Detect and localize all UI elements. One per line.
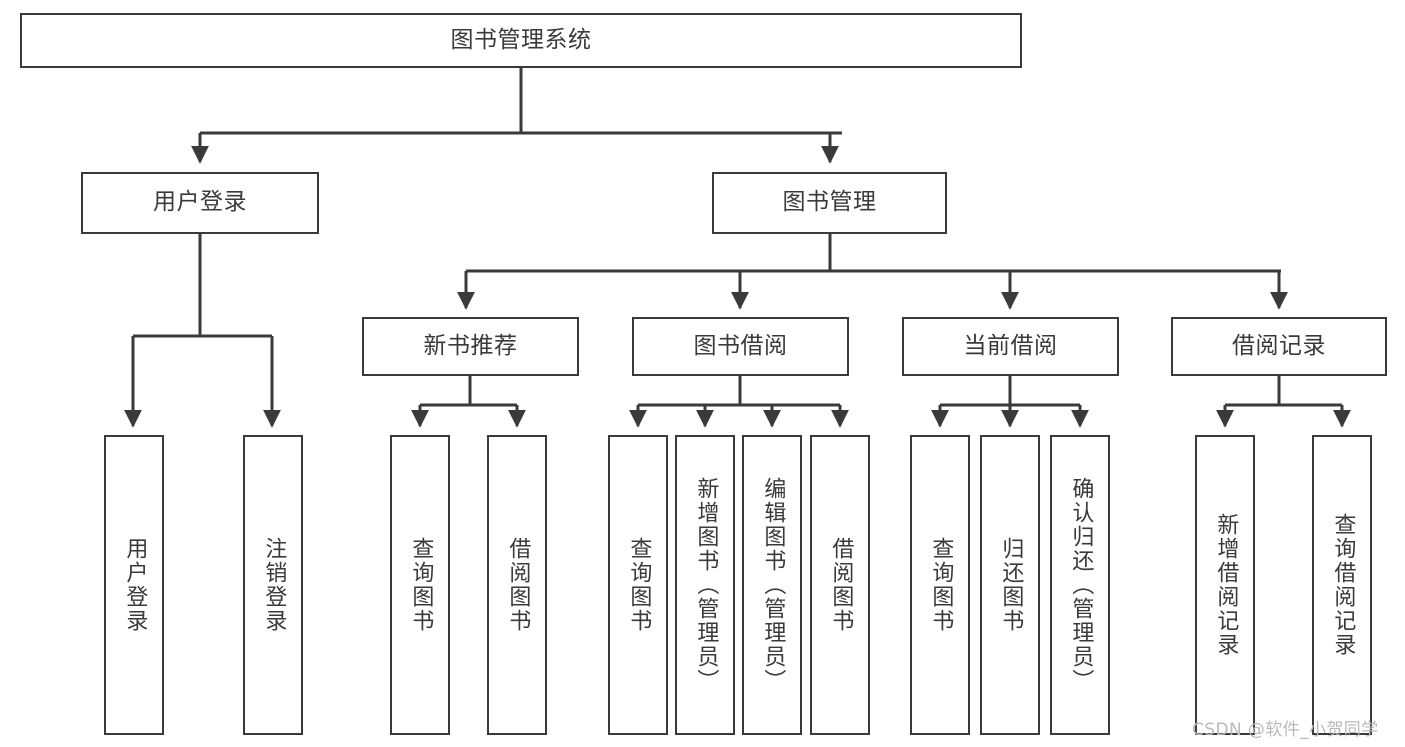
node-label: 归还图书: [998, 537, 1024, 633]
node-label: 查询图书: [408, 537, 434, 633]
node-label: 查询图书: [928, 537, 954, 633]
node-book-management[interactable]: 图书管理: [712, 172, 947, 234]
leaf-borrow-query-book[interactable]: 查询图书: [608, 435, 668, 735]
node-borrow-record[interactable]: 借阅记录: [1171, 317, 1387, 376]
node-label: 新增借阅记录: [1213, 513, 1239, 657]
node-current-borrow[interactable]: 当前借阅: [902, 317, 1119, 376]
node-root-book-management-system[interactable]: 图书管理系统: [20, 13, 1022, 68]
node-label: 注销登录: [261, 537, 287, 633]
node-label: 图书管理系统: [450, 26, 592, 53]
leaf-user-login-login[interactable]: 用户登录: [104, 435, 164, 735]
node-label: 查询图书: [626, 537, 652, 633]
leaf-current-confirm-return-admin[interactable]: 确认归还（管理员）: [1050, 435, 1110, 735]
leaf-current-return-book[interactable]: 归还图书: [980, 435, 1040, 735]
node-label: 图书借阅: [693, 332, 788, 359]
leaf-current-query-book[interactable]: 查询图书: [910, 435, 970, 735]
node-user-login[interactable]: 用户登录: [81, 172, 319, 234]
leaf-borrow-edit-book-admin[interactable]: 编辑图书（管理员）: [742, 435, 802, 735]
node-label: 借阅图书: [505, 537, 531, 633]
node-book-borrow[interactable]: 图书借阅: [632, 317, 849, 376]
leaf-borrow-add-book-admin[interactable]: 新增图书（管理员）: [675, 435, 735, 735]
node-label: 查询借阅记录: [1330, 513, 1356, 657]
leaf-user-login-logout[interactable]: 注销登录: [243, 435, 303, 735]
leaf-borrow-borrow-book[interactable]: 借阅图书: [810, 435, 870, 735]
node-label: 新书推荐: [423, 332, 518, 359]
node-label: 确认归还（管理员）: [1068, 477, 1094, 693]
node-label: 用户登录: [122, 537, 148, 633]
node-label: 编辑图书（管理员）: [760, 477, 786, 693]
node-label: 借阅记录: [1232, 332, 1326, 359]
leaf-recommend-query-book[interactable]: 查询图书: [390, 435, 450, 735]
node-label: 当前借阅: [963, 332, 1058, 359]
leaf-record-query-record[interactable]: 查询借阅记录: [1312, 435, 1372, 735]
leaf-recommend-borrow-book[interactable]: 借阅图书: [487, 435, 547, 735]
node-label: 新增图书（管理员）: [693, 477, 719, 693]
leaf-record-add-record[interactable]: 新增借阅记录: [1195, 435, 1255, 735]
node-label: 用户登录: [153, 189, 247, 216]
node-new-book-recommend[interactable]: 新书推荐: [362, 317, 579, 376]
csdn-watermark: CSDN @软件_小贺同学: [1192, 720, 1379, 740]
node-label: 图书管理: [782, 189, 877, 216]
node-label: 借阅图书: [828, 537, 854, 633]
